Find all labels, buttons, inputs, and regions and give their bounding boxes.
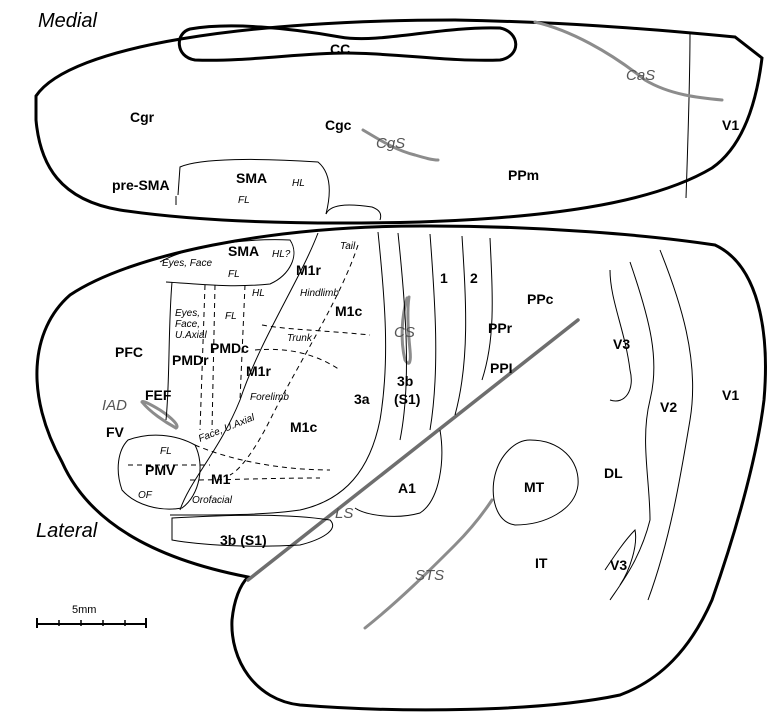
v1-border-medial	[686, 32, 690, 198]
label-fl-medial: FL	[238, 195, 250, 206]
label-m1r-top: M1r	[296, 262, 321, 278]
label-hl-q: HL?	[272, 249, 291, 260]
label-iad: IAD	[102, 397, 127, 414]
label-uaxial-line: U.Axial	[175, 330, 207, 341]
area3a-border	[170, 232, 386, 515]
label-it: IT	[535, 555, 548, 571]
label-cc: CC	[330, 41, 350, 57]
label-pmdr: PMDr	[172, 352, 209, 368]
label-cs: CS	[394, 324, 415, 341]
label-fv: FV	[106, 424, 125, 440]
label-sma-medial: SMA	[236, 170, 267, 186]
label-fef: FEF	[145, 387, 172, 403]
label-s1: (S1)	[394, 391, 420, 407]
label-cas: CaS	[626, 67, 655, 84]
label-lateral: Lateral	[36, 520, 98, 542]
label-m1c-low: M1c	[290, 419, 317, 435]
scale-bar-label: 5mm	[72, 604, 96, 616]
label-m1: M1	[211, 471, 231, 487]
label-m1c-top: M1c	[335, 303, 362, 319]
pp-border	[482, 238, 492, 380]
label-hindlimb: Hindlimb	[300, 288, 339, 299]
v2-border	[610, 262, 654, 600]
area1-border	[430, 234, 436, 430]
label-face-uaxial: Face, U.Axial	[197, 412, 257, 445]
label-pre-sma: pre-SMA	[112, 177, 170, 193]
label-eyes-line: Eyes,	[175, 308, 200, 319]
label-tail: Tail	[340, 241, 356, 252]
label-ppr: PPr	[488, 320, 513, 336]
label-dl: DL	[604, 465, 623, 481]
label-trunk: Trunk	[287, 333, 313, 344]
label-ppm: PPm	[508, 167, 539, 183]
dashed-border-8	[190, 478, 320, 480]
medial-view: Medial CC Cgr Cgc CgS CaS V1 pre-SMA SMA…	[36, 10, 762, 223]
label-v3-bottom: V3	[610, 557, 627, 573]
lateral-sulcus	[248, 320, 578, 580]
v1-border-lateral	[648, 250, 693, 600]
dashed-border-5	[262, 325, 370, 335]
label-fl-lateral: FL	[225, 311, 237, 322]
label-area2: 2	[470, 270, 478, 286]
label-mt: MT	[524, 479, 545, 495]
label-v3-top: V3	[613, 336, 630, 352]
label-sma-lateral: SMA	[228, 243, 259, 259]
label-v1-lateral: V1	[722, 387, 739, 403]
label-fl-sma: FL	[228, 269, 240, 280]
lateral-view: Lateral SMA HL? Eyes, Face FL Tail M1r H…	[36, 226, 765, 710]
label-eyes-face-uaxial: Eyes, Face, U.Axial	[175, 308, 207, 341]
a1-outline	[355, 430, 442, 516]
label-ppi: PPI	[490, 360, 513, 376]
label-v1-medial: V1	[722, 117, 739, 133]
label-area1: 1	[440, 270, 448, 286]
label-of: OF	[138, 490, 153, 501]
label-pmv: PMV	[145, 462, 176, 478]
label-pmdc: PMDc	[210, 340, 249, 356]
label-forelimb: Forelimb	[250, 392, 289, 403]
label-hl-medial: HL	[292, 178, 305, 189]
label-v2: V2	[660, 399, 677, 415]
label-hl-lateral: HL	[252, 288, 265, 299]
sma-border-medial	[178, 159, 329, 214]
label-cgs: CgS	[376, 135, 405, 152]
label-medial: Medial	[38, 10, 97, 32]
dashed-border-4	[230, 245, 358, 475]
dashed-border-2	[212, 285, 215, 430]
sma-lower-notch	[326, 205, 381, 220]
label-a1: A1	[398, 480, 416, 496]
label-m1r-mid: M1r	[246, 363, 271, 379]
label-sts: STS	[415, 567, 444, 584]
label-ppc: PPc	[527, 291, 554, 307]
arcuate-sulcus	[142, 401, 177, 428]
area2-border	[455, 236, 466, 415]
label-3a: 3a	[354, 391, 370, 407]
superior-temporal-sulcus	[365, 500, 492, 628]
label-cgc: Cgc	[325, 117, 352, 133]
label-pfc: PFC	[115, 344, 143, 360]
label-eyes-face: Eyes, Face	[162, 258, 212, 269]
label-s1-lower: 3b (S1)	[220, 532, 267, 548]
label-fl-pmv: FL	[160, 446, 172, 457]
scale-bar: 5mm	[37, 604, 146, 628]
label-3b: 3b	[397, 373, 413, 389]
label-orofacial: Orofacial	[192, 495, 233, 506]
label-face-line: Face,	[175, 319, 200, 330]
label-ls: LS	[335, 505, 353, 522]
label-cgr: Cgr	[130, 109, 155, 125]
